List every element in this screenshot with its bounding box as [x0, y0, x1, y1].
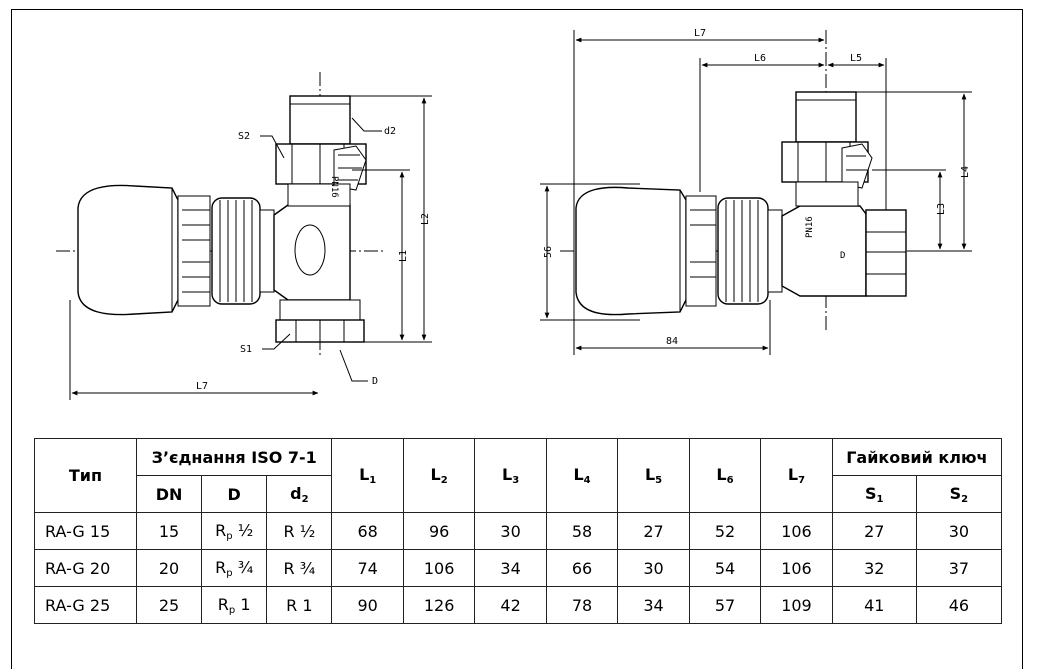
- cell-l2: 126: [402, 586, 476, 624]
- cell-l5: 30: [617, 549, 690, 587]
- col-l4-header: L4: [545, 438, 619, 513]
- col-l6-header: L6: [688, 438, 762, 513]
- cell-l7: 109: [760, 586, 833, 624]
- col-l1-header: L1: [331, 438, 404, 513]
- cell-l2: 106: [402, 549, 476, 587]
- cell-d: Rp ¾: [201, 549, 268, 587]
- label-pn-right: PN16: [805, 216, 815, 238]
- cell-l5: 27: [617, 512, 690, 550]
- angle-valve-drawing: [540, 30, 972, 355]
- cell-s2: 37: [915, 549, 1003, 587]
- dimensions-table: Тип З’єднання ISO 7-1 L1 L2 L3 L4 L5 L6 …: [34, 438, 1003, 624]
- label-l4: L4: [960, 166, 971, 178]
- cell-l1: 68: [331, 512, 404, 550]
- cell-l6: 57: [688, 586, 762, 624]
- cell-l5: 34: [617, 586, 690, 624]
- col-s1-header: S1: [831, 475, 917, 513]
- cell-type: RA-G 15: [34, 512, 137, 550]
- label-s1: S1: [240, 344, 252, 355]
- label-pn-left: PN16: [329, 176, 339, 198]
- document-frame: [11, 9, 1023, 669]
- col-l7-header: L7: [760, 438, 833, 513]
- col-wrench-header: Гайковий ключ: [831, 438, 1003, 476]
- col-connection-header: З’єднання ISO 7-1: [135, 438, 333, 476]
- technical-drawing: S2 d2 L2 L1 S1 D L7 PN16: [56, 28, 972, 400]
- cell-l3: 42: [474, 586, 547, 624]
- cell-s1: 27: [831, 512, 917, 550]
- cell-s2: 46: [915, 586, 1003, 624]
- cell-s1: 41: [831, 586, 917, 624]
- col-s2-header: S2: [915, 475, 1003, 513]
- cell-l4: 78: [545, 586, 619, 624]
- cell-l4: 58: [545, 512, 619, 550]
- straight-valve-labels: S2 d2 L2 L1 S1 D L7 PN16: [196, 126, 431, 392]
- cell-dn: 25: [135, 586, 203, 624]
- col-l2-header: L2: [402, 438, 476, 513]
- cell-d2: R ¾: [266, 549, 333, 587]
- label-l7-left: L7: [196, 381, 208, 392]
- cell-d: Rp 1: [201, 586, 268, 624]
- label-d-right: D: [840, 251, 845, 261]
- cell-l1: 74: [331, 549, 404, 587]
- cell-l6: 52: [688, 512, 762, 550]
- label-s2: S2: [238, 131, 250, 142]
- col-l3-header: L3: [474, 438, 547, 513]
- label-height-56: 56: [543, 246, 554, 258]
- col-l5-header: L5: [617, 438, 690, 513]
- label-d: D: [372, 376, 378, 387]
- col-type-header: Тип: [34, 438, 137, 513]
- cell-l7: 106: [760, 512, 833, 550]
- col-dn-header: DN: [135, 475, 203, 513]
- cell-l3: 34: [474, 549, 547, 587]
- cell-l7: 106: [760, 549, 833, 587]
- cell-dn: 15: [135, 512, 203, 550]
- cell-l6: 54: [688, 549, 762, 587]
- col-d-header: D: [201, 475, 268, 513]
- table-row: RA-G 25 25 Rp 1 R 1 90 126 42 78 34 57 1…: [34, 586, 1003, 624]
- label-l3: L3: [936, 203, 947, 215]
- cell-s1: 32: [831, 549, 917, 587]
- label-l2: L2: [420, 213, 431, 225]
- angle-valve-labels: L7 L6 L5 L4 L3 56 84 PN16 D: [543, 28, 971, 347]
- cell-s2: 30: [915, 512, 1003, 550]
- label-d2: d2: [384, 126, 396, 137]
- cell-type: RA-G 25: [34, 586, 137, 624]
- cell-l1: 90: [331, 586, 404, 624]
- cell-type: RA-G 20: [34, 549, 137, 587]
- label-width-84: 84: [666, 336, 678, 347]
- col-d2-header: d2: [266, 475, 333, 513]
- cell-d: Rp ½: [201, 512, 268, 550]
- table-row: RA-G 15 15 Rp ½ R ½ 68 96 30 58 27 52 10…: [34, 512, 1003, 550]
- cell-l3: 30: [474, 512, 547, 550]
- table-header-row-2: DN D d2 S1 S2: [35, 475, 1003, 513]
- straight-valve-drawing: [56, 72, 432, 400]
- cell-l4: 66: [545, 549, 619, 587]
- cell-l2: 96: [402, 512, 476, 550]
- table-header-row-1: Тип З’єднання ISO 7-1 L1 L2 L3 L4 L5 L6 …: [34, 438, 1003, 513]
- label-l7-right: L7: [694, 28, 706, 39]
- table-row: RA-G 20 20 Rp ¾ R ¾ 74 106 34 66 30 54 1…: [34, 549, 1003, 587]
- label-l6: L6: [754, 53, 766, 64]
- cell-d2: R 1: [266, 586, 333, 624]
- cell-d2: R ½: [266, 512, 333, 550]
- label-l1: L1: [398, 250, 409, 262]
- cell-dn: 20: [135, 549, 203, 587]
- label-l5: L5: [850, 53, 862, 64]
